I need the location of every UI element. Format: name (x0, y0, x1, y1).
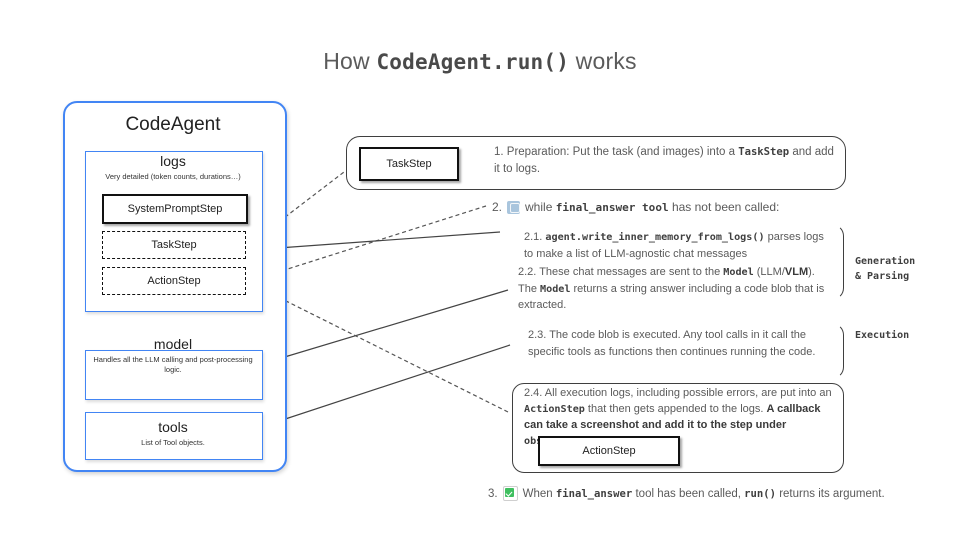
side-label-execution: Execution (855, 330, 910, 341)
step-2-number: 2. (492, 200, 503, 214)
model-description: Handles all the LLM calling and post-pro… (93, 355, 253, 375)
step-3-text: 3. When final_answer tool has been calle… (488, 486, 948, 501)
log-item-actionstep[interactable]: ActionStep (102, 267, 246, 295)
step-2-3-text-a: The code blob is executed. Any tool call… (528, 329, 816, 358)
logs-title: logs (160, 153, 186, 169)
page-title: How CodeAgent.run() works (0, 48, 960, 75)
step-3-text-b: tool has been called, (632, 487, 745, 500)
step-2-2-number: 2.2. (518, 266, 537, 278)
check-icon (502, 486, 518, 501)
step-2-text-a: while (525, 200, 556, 214)
step-3-text-a: When (522, 487, 556, 500)
step-2-4-text-b: that then gets appended to the logs. (584, 402, 767, 415)
step-2-2-text-d: returns a string answer including a code… (518, 282, 825, 312)
step-2-2-bold-vlm: VLM (784, 266, 809, 278)
step-3-code-a: final_answer (555, 487, 633, 500)
step-2-3-text: 2.3. The code blob is executed. Any tool… (528, 327, 840, 360)
title-prefix: How (323, 48, 377, 74)
generation-parsing-group-box (512, 224, 844, 300)
chip-label: TaskStep (386, 158, 432, 170)
tools-box (85, 412, 263, 460)
step-1-code-a: TaskStep (738, 146, 790, 158)
execution-group-box (516, 323, 844, 379)
step-2-2-text-b: (LLM/ (753, 266, 785, 278)
step-1-text-a: Preparation: Put the task (and images) i… (503, 146, 739, 158)
step-2-text: while final_answer tool has not been cal… (525, 200, 779, 214)
step-2-text-b: has not been called: (668, 200, 780, 214)
log-item-label: TaskStep (151, 239, 197, 251)
side-label-generation-parsing: Generation & Parsing (855, 256, 916, 282)
log-item-label: SystemPromptStep (127, 203, 223, 215)
model-title: model (153, 336, 193, 352)
step-1-number: 1. (494, 146, 504, 158)
step-2-4-actionstep-chip[interactable]: ActionStep (538, 436, 680, 466)
step-1-text-b: and add it to logs. (494, 146, 834, 175)
log-item-systempromptstep[interactable]: SystemPromptStep (102, 194, 248, 224)
step-2-4-text-a: All execution logs, including possible e… (542, 387, 832, 399)
step-2-4-number: 2.4. (524, 387, 543, 399)
step-2-code-a: final_answer tool (555, 201, 669, 214)
step-2-2-text: 2.2. These chat messages are sent to the… (518, 264, 836, 314)
tools-title: tools (158, 419, 188, 435)
step-3-body: When final_answer tool has been called, … (523, 488, 885, 500)
model-box (85, 350, 263, 400)
step-3-code-b: run() (744, 487, 777, 500)
step-2-4-bold-a: A callback can take a screenshot and add… (524, 402, 821, 431)
log-item-label: ActionStep (147, 275, 201, 287)
step-1-text: 1. Preparation: Put the task (and images… (494, 144, 836, 177)
step-3-number: 3. (488, 487, 498, 500)
step-2-3-number: 2.3. (528, 329, 547, 341)
log-item-taskstep[interactable]: TaskStep (102, 231, 246, 259)
logs-subtitle: Very detailed (token counts, durations…) (105, 172, 241, 181)
codeagent-title: CodeAgent (125, 114, 221, 135)
loop-icon (507, 200, 521, 214)
step-1-taskstep-chip[interactable]: TaskStep (359, 147, 459, 181)
step-2-1-number: 2.1. (524, 231, 543, 243)
step-2-header: 2. while final_answer tool has not been … (492, 200, 842, 214)
step-2-2-text-a: These chat messages are sent to the (536, 266, 724, 278)
title-code: CodeAgent.run() (376, 50, 570, 74)
step-2-1-code-a: agent.write_inner_memory_from_logs() (545, 232, 765, 243)
chip-label: ActionStep (582, 445, 636, 457)
tools-description: List of Tool objects. (141, 438, 205, 447)
step-2-1-text: 2.1. agent.write_inner_memory_from_logs(… (524, 229, 836, 262)
step-3-text-c: returns its argument. (776, 487, 885, 500)
step-2-2-code-b: Model (540, 283, 571, 295)
step-2-1-text-a: parses logs to make a list of LLM-agnost… (524, 231, 824, 260)
title-suffix: works (569, 48, 637, 74)
step-2-2-text-c: ). The (518, 266, 815, 295)
step-2-4-code-a: ActionStep (524, 403, 585, 415)
step-2-2-code-a: Model (723, 267, 754, 278)
